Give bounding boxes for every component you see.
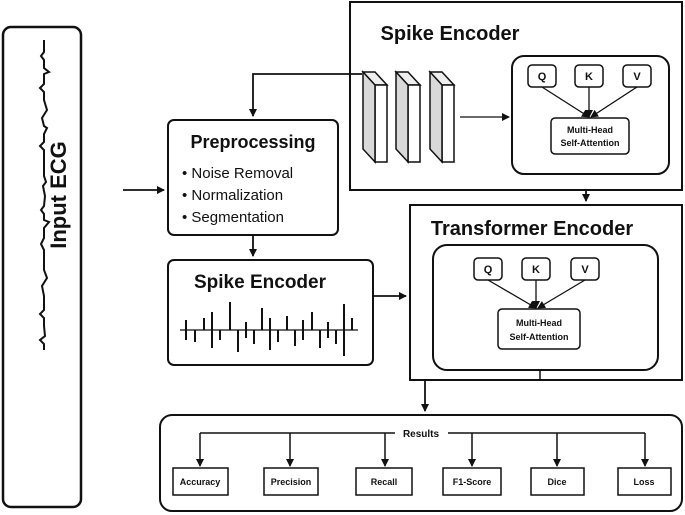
metric-dice-box — [530, 467, 585, 496]
spike-mhsa-line2: Self-Attention — [561, 138, 620, 148]
metric-recall-box — [355, 467, 413, 496]
transformer-qkv-arrows — [487, 279, 586, 309]
metric-accuracy-box — [172, 467, 229, 496]
conv-block-1 — [361, 70, 389, 164]
preprocessing-step-noise: • Noise Removal — [182, 165, 293, 182]
spike-train — [180, 302, 358, 356]
metric-f1-box — [442, 467, 502, 496]
spike-qkv-arrows — [541, 86, 638, 118]
results-title: Results — [403, 429, 440, 440]
transformer-k-label: K — [532, 264, 540, 276]
spike-encoder-top-title: Spike Encoder — [381, 23, 520, 45]
results-box: Results Accuracy Precision Recall F1-Sco… — [159, 414, 683, 512]
metric-f1-label: F1-Score — [453, 477, 492, 487]
arrow-spike-top-to-preprocessing — [249, 73, 362, 117]
transformer-v-label: V — [581, 264, 589, 276]
input-ecg-panel: Input ECG — [1, 25, 83, 509]
transformer-encoder-box: Transformer Encoder Q K V Multi-Head Sel… — [409, 204, 683, 381]
metric-loss-box — [617, 467, 672, 496]
results-branch-lines — [196, 432, 649, 467]
metric-precision-label: Precision — [271, 477, 312, 487]
metric-precision-box — [263, 467, 319, 496]
preprocessing-step-normalization: • Normalization — [182, 187, 283, 204]
preprocessing-box: Preprocessing • Noise Removal • Normaliz… — [167, 119, 339, 236]
spike-q-label: Q — [538, 71, 547, 83]
conv-block-stack — [361, 70, 456, 164]
spike-encoder-mid-title: Spike Encoder — [194, 272, 327, 293]
metric-recall-label: Recall — [371, 477, 398, 487]
ecg-waveform — [38, 40, 51, 350]
spike-v-label: V — [633, 71, 641, 83]
transformer-mhsa-box — [497, 308, 581, 350]
flow-arrows — [123, 73, 590, 412]
preprocessing-title: Preprocessing — [190, 132, 315, 152]
spike-encoder-mid-box: Spike Encoder — [167, 259, 374, 366]
conv-block-3 — [428, 70, 456, 164]
transformer-mhsa-line2: Self-Attention — [510, 332, 569, 342]
conv-block-2 — [394, 70, 422, 164]
spike-mhsa-line1: Multi-Head — [567, 125, 613, 135]
transformer-encoder-title: Transformer Encoder — [431, 218, 634, 240]
metric-loss-label: Loss — [633, 477, 654, 487]
spike-mhsa-box — [550, 117, 630, 155]
input-ecg-label: Input ECG — [46, 141, 71, 249]
metric-accuracy-label: Accuracy — [180, 477, 221, 487]
spike-k-label: K — [585, 71, 593, 83]
input-ecg-frame — [1, 25, 83, 509]
transformer-q-label: Q — [484, 264, 493, 276]
transformer-mhsa-line1: Multi-Head — [516, 318, 562, 328]
preprocessing-step-segmentation: • Segmentation — [182, 209, 284, 226]
metric-dice-label: Dice — [547, 477, 566, 487]
spike-encoder-top-box: Spike Encoder Q K V — [349, 1, 683, 191]
